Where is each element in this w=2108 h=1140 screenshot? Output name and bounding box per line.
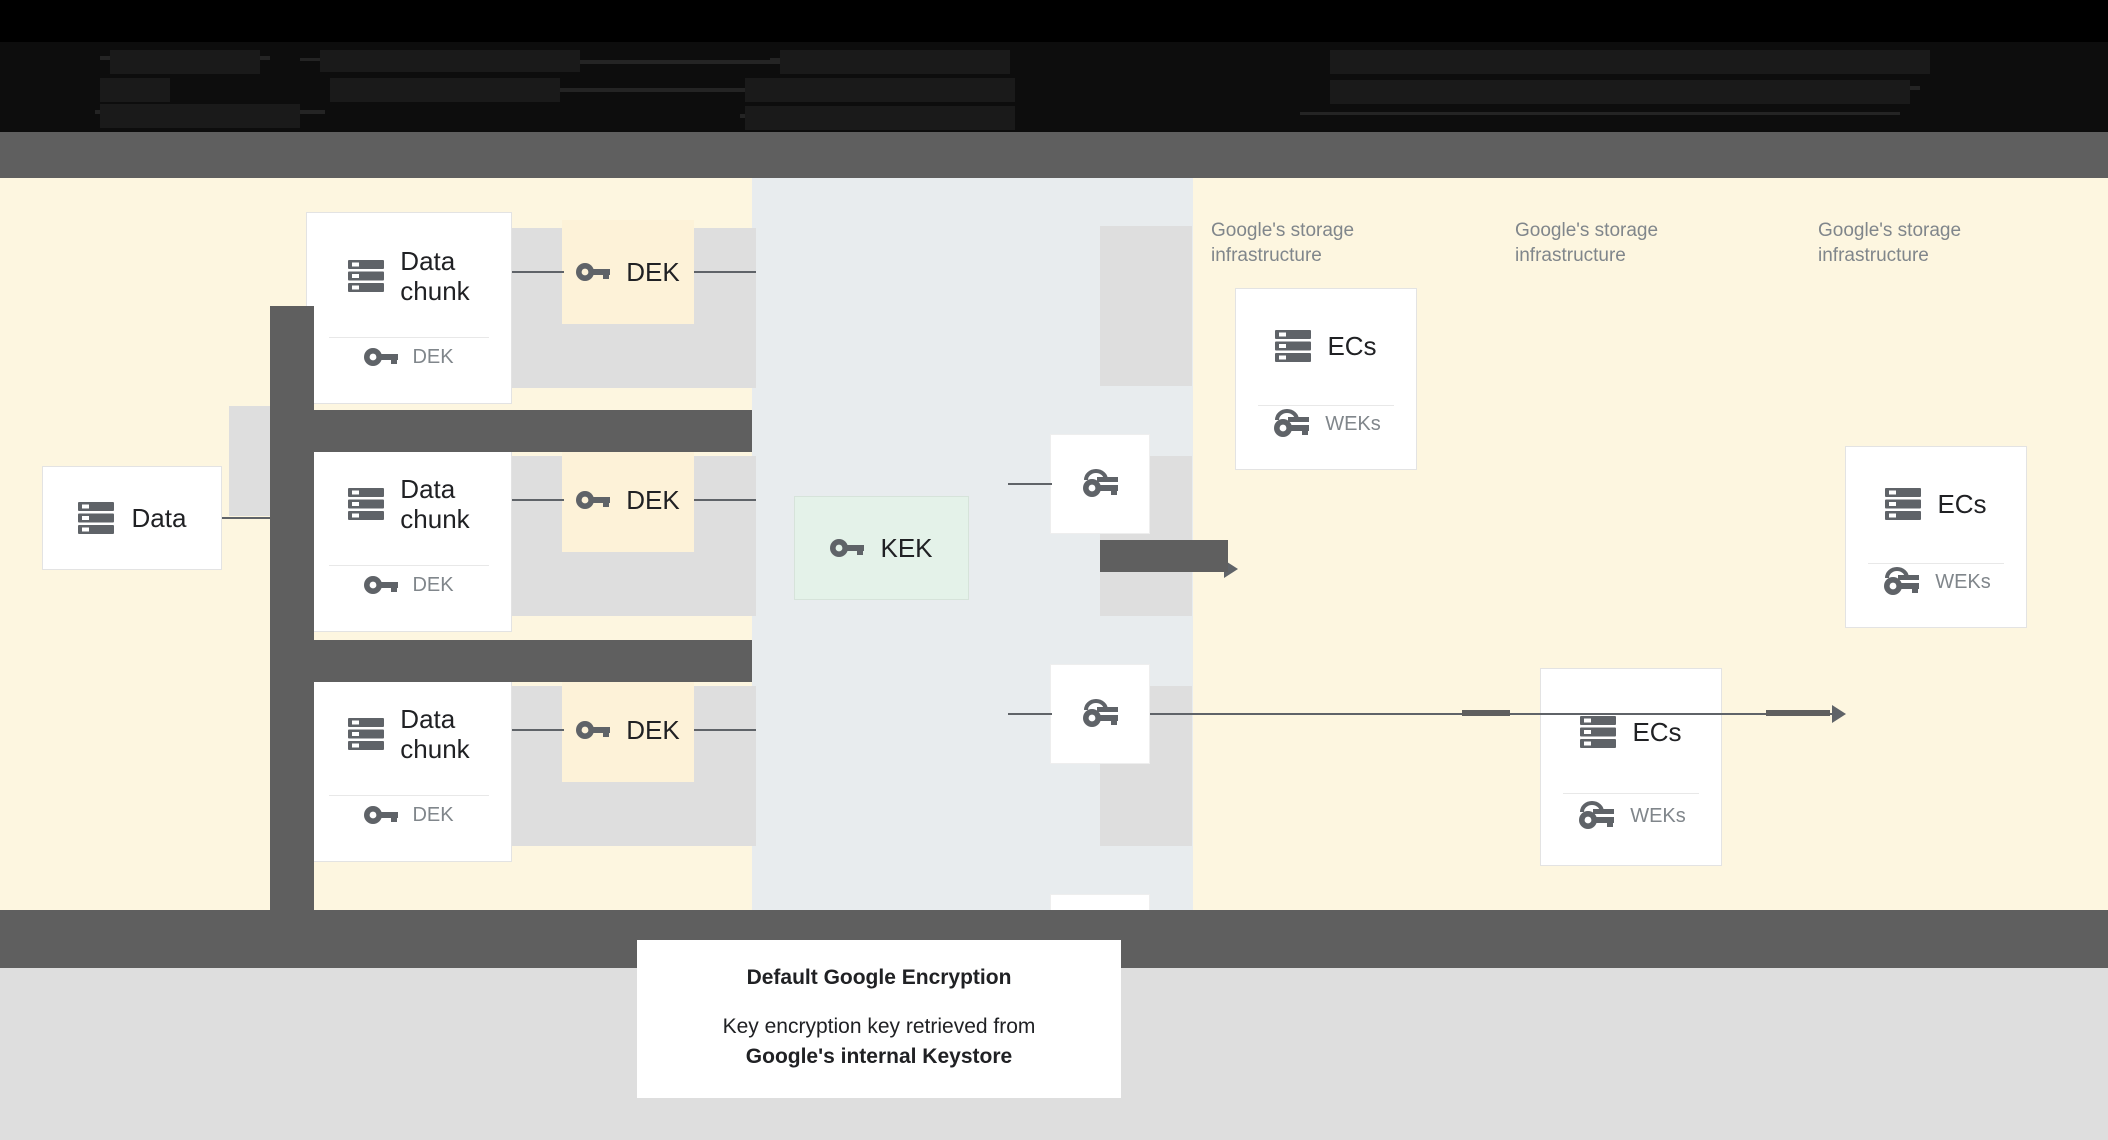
connector — [512, 499, 564, 501]
storage-icon — [1885, 487, 1922, 521]
storage-icon — [77, 501, 114, 535]
header-redaction — [1330, 80, 1910, 104]
storage-icon — [348, 717, 385, 751]
ec-card[interactable]: ECs WEKs — [1235, 288, 1417, 470]
diagram-canvas: Data Data chunk — [0, 132, 2108, 994]
key-icon — [576, 262, 611, 282]
kek-label: KEK — [880, 532, 933, 563]
dek-label: DEK — [626, 484, 680, 515]
dek-box[interactable]: DEK — [562, 220, 694, 324]
storage-icon — [348, 487, 385, 521]
connector — [222, 517, 312, 519]
header-redaction — [780, 50, 1010, 74]
chunk-key-label: DEK — [412, 803, 454, 826]
header-redaction — [110, 50, 260, 74]
ec-title: ECs — [1937, 489, 1987, 519]
header-redaction — [1330, 50, 1930, 74]
ec-title: ECs — [1632, 717, 1682, 747]
connector — [694, 271, 756, 273]
header-smear — [1300, 112, 1900, 115]
storage-icon — [348, 259, 385, 293]
caption-title: Default Google Encryption — [746, 966, 1012, 989]
key-icon — [364, 805, 399, 825]
caption-line-2: Google's internal Keystore — [745, 1045, 1013, 1068]
redaction-bar-horizontal — [270, 640, 752, 682]
connector — [512, 729, 564, 731]
wrapped-key-icon — [1576, 801, 1616, 831]
dek-label: DEK — [626, 714, 680, 745]
storage-icon — [1580, 715, 1617, 749]
ec-card[interactable]: ECs WEKs — [1845, 446, 2027, 628]
arrow-head-icon — [1832, 705, 1846, 723]
wrapped-key-icon — [1881, 567, 1921, 597]
plate — [1100, 226, 1192, 386]
data-chunk-card[interactable]: Data chunk DEK — [306, 212, 512, 404]
wrapped-key-icon — [1080, 469, 1120, 499]
data-chunk-card[interactable]: Data chunk DEK — [306, 440, 512, 632]
data-source-label: Data — [131, 503, 187, 533]
wrapped-key-box[interactable] — [1050, 434, 1150, 534]
connector — [512, 271, 564, 273]
connector — [1008, 713, 1052, 715]
wrapped-key-icon — [1271, 409, 1311, 439]
infra-label: Google's storage infrastructure — [1818, 220, 1962, 266]
dek-box[interactable]: DEK — [562, 678, 694, 782]
chunk-title: Data chunk — [400, 474, 470, 534]
ec-card[interactable]: ECs WEKs — [1540, 668, 1722, 866]
header-redaction — [745, 78, 1015, 102]
data-source-card[interactable]: Data — [42, 466, 222, 570]
caption-body: Key encryption key retrieved from Google… — [723, 1012, 1036, 1072]
ec-title: ECs — [1327, 331, 1377, 361]
chunk-key-label: DEK — [412, 345, 454, 368]
infra-label: Google's storage infrastructure — [1211, 220, 1355, 266]
caption-line-1: Key encryption key retrieved from — [722, 1015, 1036, 1038]
key-icon — [364, 575, 399, 595]
ec-key-label: WEKs — [1325, 412, 1381, 435]
header-redaction — [100, 78, 170, 102]
redaction-bar-horizontal — [1100, 540, 1228, 572]
dek-box[interactable]: DEK — [562, 448, 694, 552]
kek-box[interactable]: KEK — [794, 496, 969, 600]
key-icon — [364, 347, 399, 367]
wrapped-key-icon — [1080, 699, 1120, 729]
redaction-bar-small — [1766, 710, 1830, 716]
caption-card: Default Google Encryption Key encryption… — [637, 940, 1121, 1098]
key-icon — [830, 538, 865, 558]
header-redaction — [745, 106, 1015, 130]
redaction-bar-vertical — [270, 306, 314, 944]
ec-key-label: WEKs — [1630, 804, 1686, 827]
redaction-bar-horizontal — [270, 410, 752, 452]
connector — [694, 499, 756, 501]
chunk-title: Data chunk — [400, 246, 470, 306]
dek-label: DEK — [626, 256, 680, 287]
chunk-title: Data chunk — [400, 704, 470, 764]
storage-icon — [1275, 329, 1312, 363]
data-chunk-card[interactable]: Data chunk DEK — [306, 670, 512, 862]
connector — [1008, 483, 1052, 485]
chunk-key-label: DEK — [412, 573, 454, 596]
header-smear — [560, 60, 790, 64]
header-redaction — [100, 104, 300, 128]
connector — [694, 729, 756, 731]
infra-label: Google's storage infrastructure — [1515, 220, 1659, 266]
wrapped-key-box[interactable] — [1050, 664, 1150, 764]
header-redaction — [330, 78, 560, 102]
redaction-bar-top — [0, 132, 2108, 178]
key-icon — [576, 490, 611, 510]
redaction-bar-small — [1462, 710, 1510, 716]
ec-key-label: WEKs — [1935, 570, 1991, 593]
key-icon — [576, 720, 611, 740]
header-redaction — [320, 50, 580, 72]
